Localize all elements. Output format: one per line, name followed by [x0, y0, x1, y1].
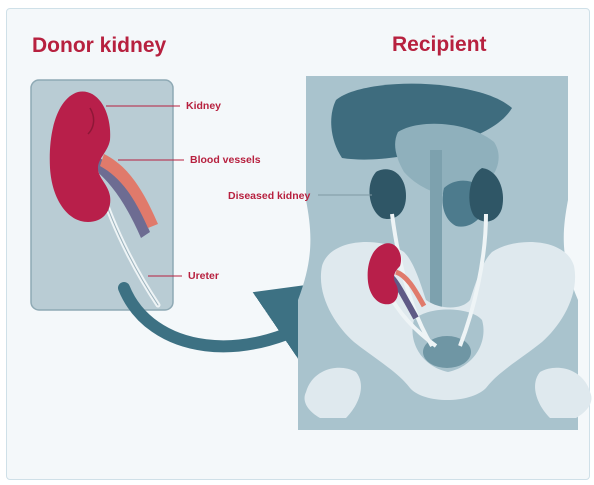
blood-vessels-label: Blood vessels: [190, 154, 261, 166]
diseased-kidney-label: Diseased kidney: [228, 190, 310, 202]
recipient-title: Recipient: [392, 33, 487, 57]
kidney-label: Kidney: [186, 100, 221, 112]
donor-title: Donor kidney: [32, 34, 166, 58]
ureter-label: Ureter: [188, 270, 219, 282]
